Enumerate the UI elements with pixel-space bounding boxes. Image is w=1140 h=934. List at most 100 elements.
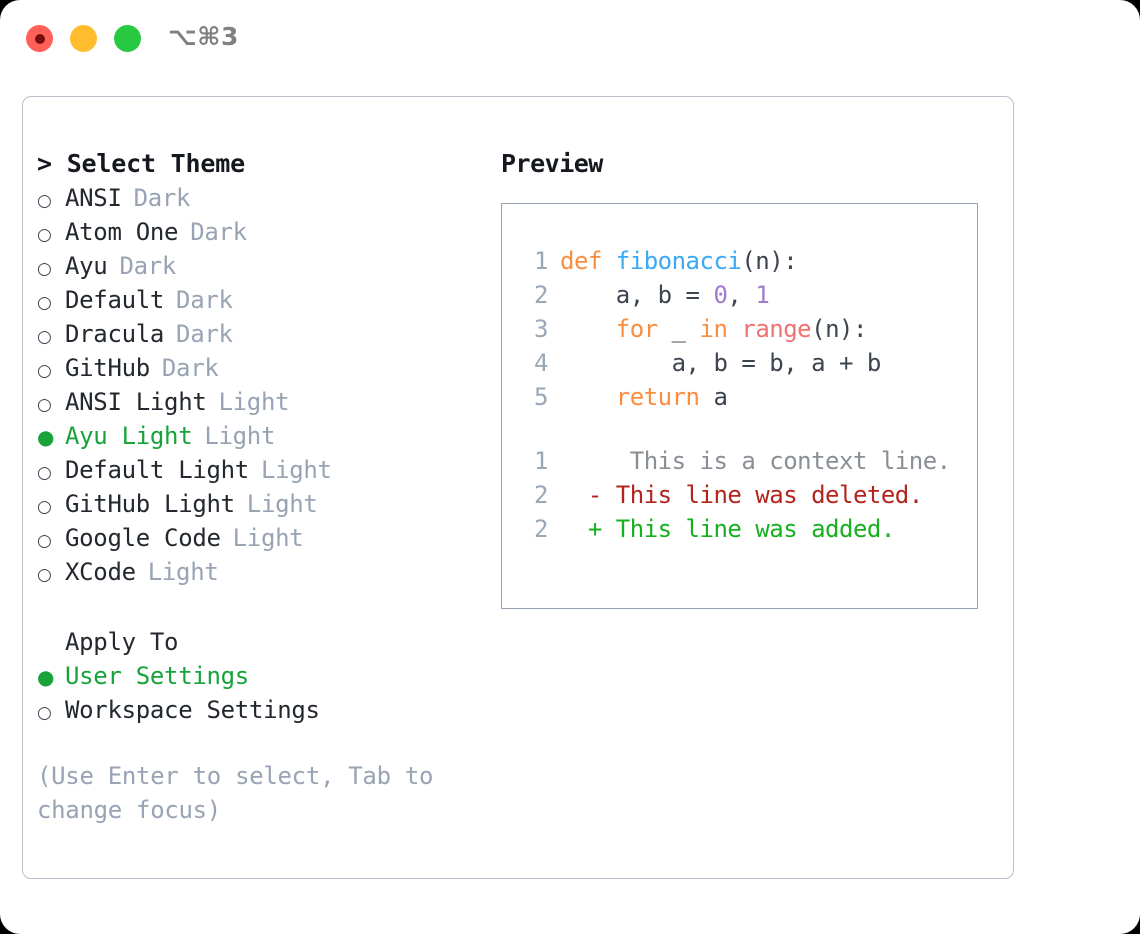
theme-option-kind: Dark <box>161 354 219 382</box>
theme-option-label: Atom One <box>65 218 179 246</box>
theme-option-ansi[interactable]: ○ ANSI Dark <box>37 181 487 215</box>
apply-to-option-label: Workspace Settings <box>65 696 320 724</box>
radio-unselected-icon: ○ <box>37 395 52 415</box>
code-line: 1 def fibonacci(n): <box>516 244 971 278</box>
code-line: 4 a, b = b, a + b <box>516 346 971 380</box>
minimize-button[interactable] <box>70 25 97 52</box>
line-number: 1 <box>534 247 548 275</box>
theme-option-kind: Light <box>232 524 304 552</box>
title-bar: ⌥⌘3 <box>0 0 1140 78</box>
code-token: (n): <box>741 247 798 275</box>
radio-unselected-icon: ○ <box>37 225 52 245</box>
diff-line-text: This is a context line. <box>560 444 951 478</box>
apply-to-header: Apply To <box>65 628 179 656</box>
maximize-button[interactable] <box>114 25 141 52</box>
theme-option-kind: Dark <box>176 320 233 348</box>
apply-to-option-user-settings[interactable]: ●User Settings <box>37 659 487 693</box>
theme-option-kind: Light <box>218 388 290 416</box>
diff-text: This line was added. <box>601 515 895 543</box>
theme-option-kind: Dark <box>190 218 247 246</box>
theme-option-label: Dracula <box>65 320 165 348</box>
radio-unselected-icon: ○ <box>37 327 52 347</box>
close-button[interactable] <box>26 25 53 52</box>
diff-line-text: - This line was deleted. <box>560 478 923 512</box>
apply-to-option-label: User Settings <box>65 662 249 690</box>
theme-option-google-code[interactable]: ○ Google Code Light <box>37 521 487 555</box>
theme-option-kind: Dark <box>133 184 191 212</box>
line-number: 3 <box>534 315 548 343</box>
theme-option-kind: Dark <box>176 286 233 314</box>
theme-option-label: ANSI Light <box>65 388 207 416</box>
line-number: 2 <box>534 515 548 543</box>
select-theme-header: > Select Theme <box>37 149 245 178</box>
line-number: 5 <box>534 383 548 411</box>
theme-option-label: GitHub Light <box>65 490 235 518</box>
radio-unselected-icon: ○ <box>37 497 52 517</box>
code-line-text: a, b = b, a + b <box>560 346 882 380</box>
theme-option-label: ANSI <box>65 184 122 212</box>
code-token: , <box>727 281 756 309</box>
code-token: in <box>699 315 728 343</box>
code-line: 3 for _ in range(n): <box>516 312 971 346</box>
radio-unselected-icon: ○ <box>37 703 52 723</box>
diff-text: This line was deleted. <box>601 481 923 509</box>
code-token: range <box>741 315 812 343</box>
theme-option-kind: Light <box>246 490 318 518</box>
apply-to-option-workspace-settings[interactable]: ○ Workspace Settings <box>37 693 487 727</box>
recording-indicator-icon <box>34 33 45 44</box>
code-token: return <box>615 383 700 411</box>
preview-header: Preview <box>501 149 603 178</box>
theme-option-dracula[interactable]: ○ Dracula Dark <box>37 317 487 351</box>
code-token: 1 <box>755 281 770 309</box>
theme-option-label: Default Light <box>65 456 249 484</box>
diff-line-text: + This line was added. <box>560 512 895 546</box>
code-line: 2 a, b = 0, 1 <box>516 278 971 312</box>
radio-unselected-icon: ○ <box>37 531 52 551</box>
theme-option-label: Ayu <box>65 252 108 280</box>
window-controls <box>26 25 141 52</box>
diff-line-add: 2 + This line was added. <box>516 512 971 546</box>
theme-option-ansi-light[interactable]: ○ ANSI Light Light <box>37 385 487 419</box>
diff-line-del: 2 - This line was deleted. <box>516 478 971 512</box>
diff-marker: + <box>560 515 602 543</box>
theme-option-github-light[interactable]: ○ GitHub Light Light <box>37 487 487 521</box>
code-token: a, b = b, a + b <box>560 349 882 377</box>
radio-selected-icon: ● <box>37 425 55 449</box>
code-token <box>727 315 741 343</box>
line-number: 2 <box>534 481 548 509</box>
code-token: def <box>560 247 616 275</box>
theme-option-atom-one[interactable]: ○ Atom One Dark <box>37 215 487 249</box>
radio-unselected-icon: ○ <box>37 293 52 313</box>
diff-marker <box>560 447 602 475</box>
code-token <box>560 315 616 343</box>
code-token: (n): <box>811 315 867 343</box>
radio-unselected-icon: ○ <box>37 361 52 381</box>
diff-text: This is a context line. <box>601 447 951 475</box>
code-line: 5 return a <box>516 380 971 414</box>
code-spacer <box>516 414 971 444</box>
code-token: 0 <box>713 281 728 309</box>
line-number: 2 <box>534 281 548 309</box>
theme-option-label: Ayu Light <box>65 422 193 450</box>
radio-unselected-icon: ○ <box>37 191 52 211</box>
theme-option-kind: Dark <box>119 252 177 280</box>
theme-option-label: Google Code <box>65 524 221 552</box>
code-token: fibonacci <box>615 247 742 275</box>
radio-unselected-icon: ○ <box>37 565 52 585</box>
shortcut-label: ⌥⌘3 <box>168 22 239 51</box>
theme-option-kind: Light <box>147 558 219 586</box>
code-line-text: a, b = 0, 1 <box>560 278 770 312</box>
